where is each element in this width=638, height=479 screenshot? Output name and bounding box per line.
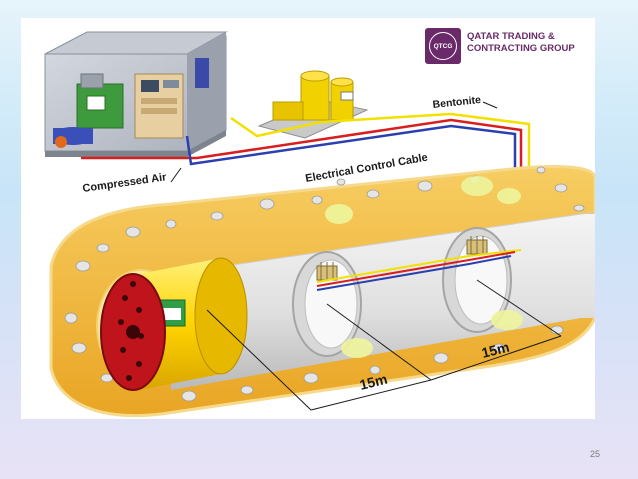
bentonite-label: Bentonite [432, 94, 482, 111]
segment-length-label-1: 15m [358, 371, 389, 393]
slide-image: Compressed Air Electrical Control Cable … [21, 18, 595, 419]
tbm-cutter-head [100, 273, 166, 391]
tunnel-jacking-diagram: Compressed Air Electrical Control Cable … [44, 31, 595, 417]
company-logo: QTCG QATAR TRADING & CONTRACTING GROUP [425, 26, 595, 72]
segment-length-label-2: 15m [480, 339, 511, 361]
dimension-lines [206, 279, 562, 411]
logo-line-2: CONTRACTING GROUP [467, 43, 575, 54]
bentonite-line [230, 112, 531, 250]
control-room [44, 31, 228, 157]
page-number: 25 [589, 449, 600, 459]
logo-text: QATAR TRADING & CONTRACTING GROUP [467, 31, 595, 55]
logo-mark-icon: QTCG [425, 28, 461, 64]
tunnel-cables [316, 249, 522, 291]
bentonite-plant [257, 70, 369, 139]
compressed-air-label: Compressed Air [82, 171, 168, 195]
soil-pebbles [64, 166, 585, 402]
bentonite-injection-points [325, 176, 523, 358]
logo-line-1: QATAR TRADING & [467, 31, 555, 42]
